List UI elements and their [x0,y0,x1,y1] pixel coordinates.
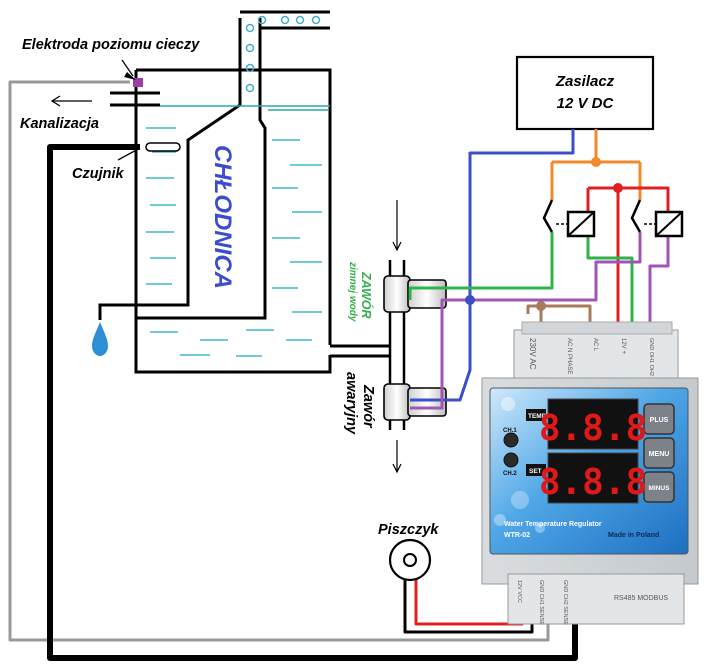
drain-label: Kanalizacja [20,116,99,132]
flow-arrows [392,200,402,474]
display-top: 8.8.8 [539,408,647,449]
power-supply-label-line2: 12 V DC [557,95,615,112]
water-dashes [146,127,322,357]
power-supply-box [515,55,655,131]
emergency-valve [383,383,447,421]
junctions [465,157,623,311]
relay-1 [542,199,596,238]
ch2-label: CH.2 [503,471,517,477]
menu-button-label: MENU [649,451,670,458]
menu-button[interactable] [643,437,675,469]
ch1-label: CH.1 [503,428,517,434]
relay-2 [630,199,684,238]
cooler-label: CHŁODNICA [209,145,236,289]
buzzer-label: Piszczyk [378,522,439,538]
cold-water-valve [383,275,447,313]
terminal-bottom-label: RS485 MODBUS [614,595,668,602]
electrode-label: Elektroda poziomu cieczy [22,37,200,53]
set-label: SET [529,468,542,475]
minus-button[interactable] [643,471,675,503]
cold-valve-title: ZAWÓR [359,271,374,319]
terminal-bottom-label: GND CH2 SENSE [562,580,568,625]
terminal-bottom-label: GND CH1 SENSE [538,580,544,625]
cold-valve-subtitle: zimnej wody [347,261,358,322]
buzzer [388,538,432,582]
terminal-top-label: GND OH1 OH2 [648,338,654,376]
terminal-top-label: 230V AC [528,338,537,370]
water-level [160,105,330,111]
electrode-marker [133,78,143,87]
display-bottom: 8.8.8 [539,462,647,503]
terminal-top-label: AC N PHASE [566,338,572,374]
cooler-tank [98,10,390,374]
sensor-label: Czujnik [72,166,124,182]
plus-button[interactable] [643,403,675,435]
terminal-bottom-label: 12V VCC [516,580,522,603]
model-name: WTR-02 [504,532,530,539]
power-supply-label-line1: Zasilacz [555,73,615,90]
terminal-top-label: 12V + [620,338,626,354]
bubbles [245,15,321,93]
sensor-probe [145,142,181,152]
water-drop-icon [92,322,108,356]
made-in-label: Made in Poland [608,532,659,539]
emergency-valve-label-line2: awaryjny [343,372,359,435]
minus-button-label: MINUS [649,485,671,492]
product-name: Water Temperature Regulator [504,521,602,528]
plus-button-label: PLUS [650,417,669,424]
temp-label: TEMP [528,413,547,420]
emergency-valve-label-line1: Zawór [360,384,376,429]
terminal-top-label: AC L [592,338,598,352]
